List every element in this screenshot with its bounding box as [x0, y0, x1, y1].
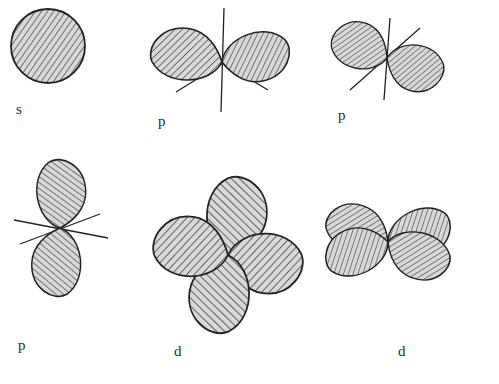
s-orbital — [11, 9, 85, 83]
d-orbital — [150, 173, 307, 336]
p-orbital — [325, 14, 448, 100]
p-orbital — [148, 8, 295, 112]
d-orbital — [318, 196, 458, 288]
p-orbital — [14, 159, 108, 298]
orbital-label: s — [16, 102, 22, 117]
orbital-label: p — [158, 114, 166, 129]
orbital-label: d — [174, 344, 182, 359]
orbital-label: p — [338, 108, 346, 123]
orbital-label: p — [18, 338, 26, 353]
orbital-label: d — [398, 344, 406, 359]
